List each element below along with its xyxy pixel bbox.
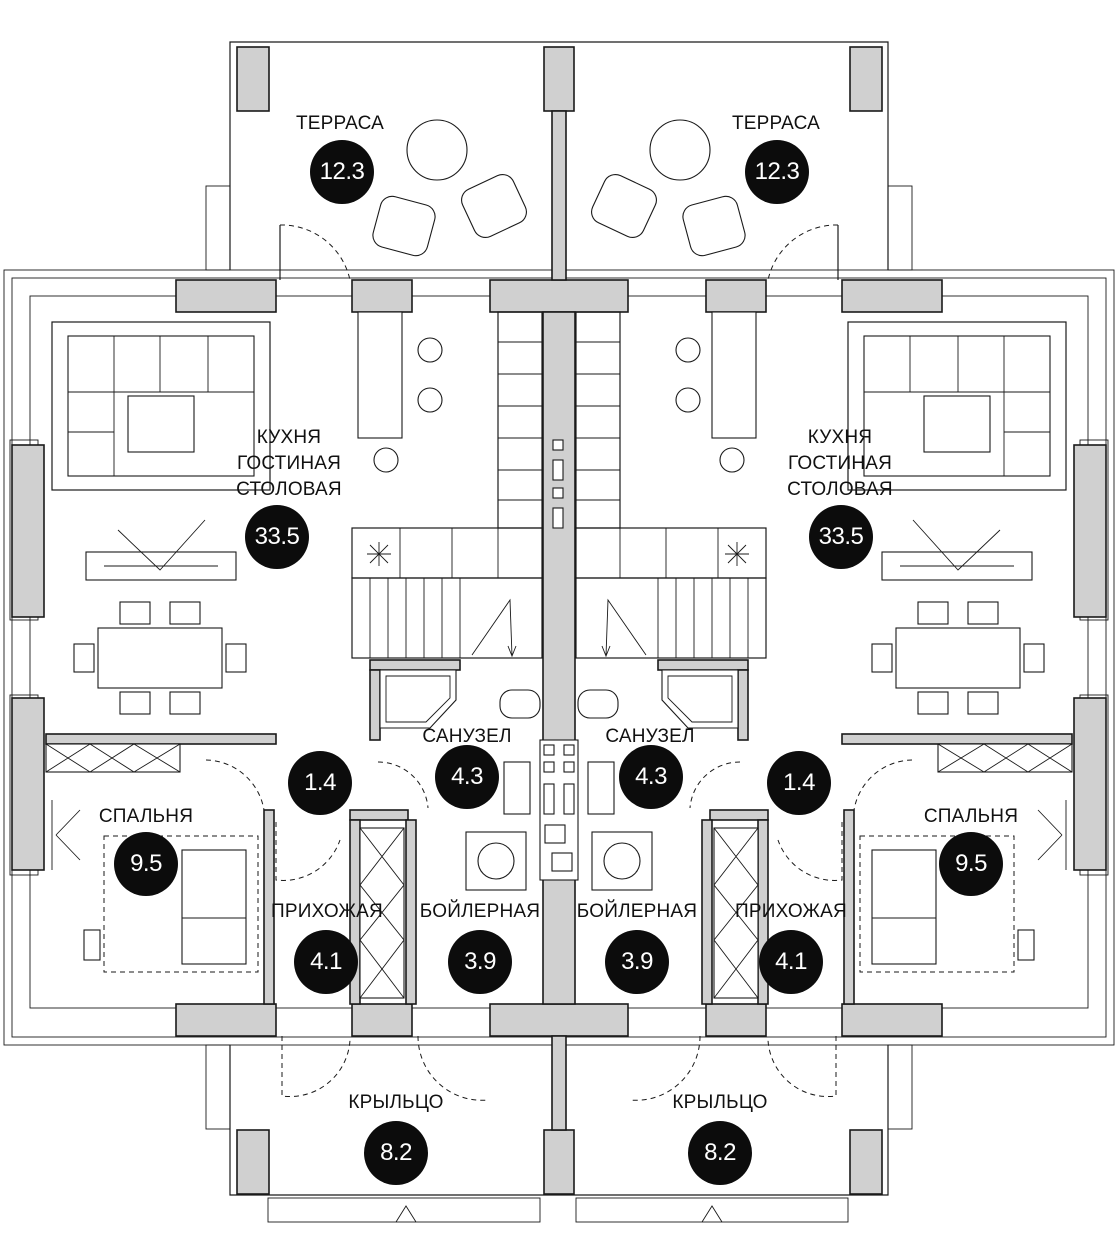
bedroom-left-label: СПАЛЬНЯ — [98, 806, 194, 827]
doors — [205, 224, 913, 1101]
living-left-line2: ГОСТИНАЯ — [236, 453, 342, 474]
columns — [11, 46, 1107, 1195]
living-left-label: КУХНЯ ГОСТИНАЯ СТОЛОВАЯ — [236, 425, 342, 503]
porch-left-area: 8.2 — [364, 1121, 428, 1185]
corridor-left-area: 1.4 — [288, 751, 352, 815]
shafts — [539, 439, 579, 881]
living-right-label: КУХНЯ ГОСТИНАЯ СТОЛОВАЯ — [787, 425, 893, 503]
porch-left-label: КРЫЛЬЦО — [348, 1092, 444, 1113]
terrace-right-area: 12.3 — [745, 140, 809, 204]
porch-right-area: 8.2 — [688, 1121, 752, 1185]
bathroom-right-area: 4.3 — [619, 745, 683, 809]
living-right-line2: ГОСТИНАЯ — [787, 453, 893, 474]
terrace-left-label: ТЕРРАСА — [296, 113, 384, 134]
terrace-right-label: ТЕРРАСА — [732, 113, 820, 134]
bedroom-right-area: 9.5 — [939, 832, 1003, 896]
boiler-left-label: БОЙЛЕРНАЯ — [419, 901, 541, 922]
bathroom-left-label: САНУЗЕЛ — [422, 726, 512, 747]
corridor-right-area: 1.4 — [767, 751, 831, 815]
terrace-left-area: 12.3 — [310, 140, 374, 204]
living-left-line3: СТОЛОВАЯ — [236, 479, 342, 500]
living-right-area: 33.5 — [809, 505, 873, 569]
porch-right-label: КРЫЛЬЦО — [672, 1092, 768, 1113]
boiler-right-label: БОЙЛЕРНАЯ — [576, 901, 698, 922]
terrace-furniture — [372, 119, 746, 257]
living-right-line1: КУХНЯ — [807, 427, 873, 448]
hall-right-area: 4.1 — [759, 930, 823, 994]
bathroom-left-area: 4.3 — [435, 745, 499, 809]
bathroom-right-label: САНУЗЕЛ — [605, 726, 695, 747]
bathroom-fixtures — [379, 669, 739, 891]
staircases — [351, 311, 767, 659]
hall-left-area: 4.1 — [294, 930, 358, 994]
living-furniture — [51, 311, 1067, 715]
boiler-right-area: 3.9 — [605, 930, 669, 994]
hall-left-label: ПРИХОЖАЯ — [271, 901, 383, 922]
living-right-line3: СТОЛОВАЯ — [787, 479, 893, 500]
bedroom-left-area: 9.5 — [114, 832, 178, 896]
bedroom-right-label: СПАЛЬНЯ — [923, 806, 1019, 827]
living-left-area: 33.5 — [245, 505, 309, 569]
living-left-line1: КУХНЯ — [256, 427, 322, 448]
boiler-left-area: 3.9 — [448, 930, 512, 994]
bedroom-furniture — [45, 743, 1073, 999]
hall-right-label: ПРИХОЖАЯ — [735, 901, 847, 922]
